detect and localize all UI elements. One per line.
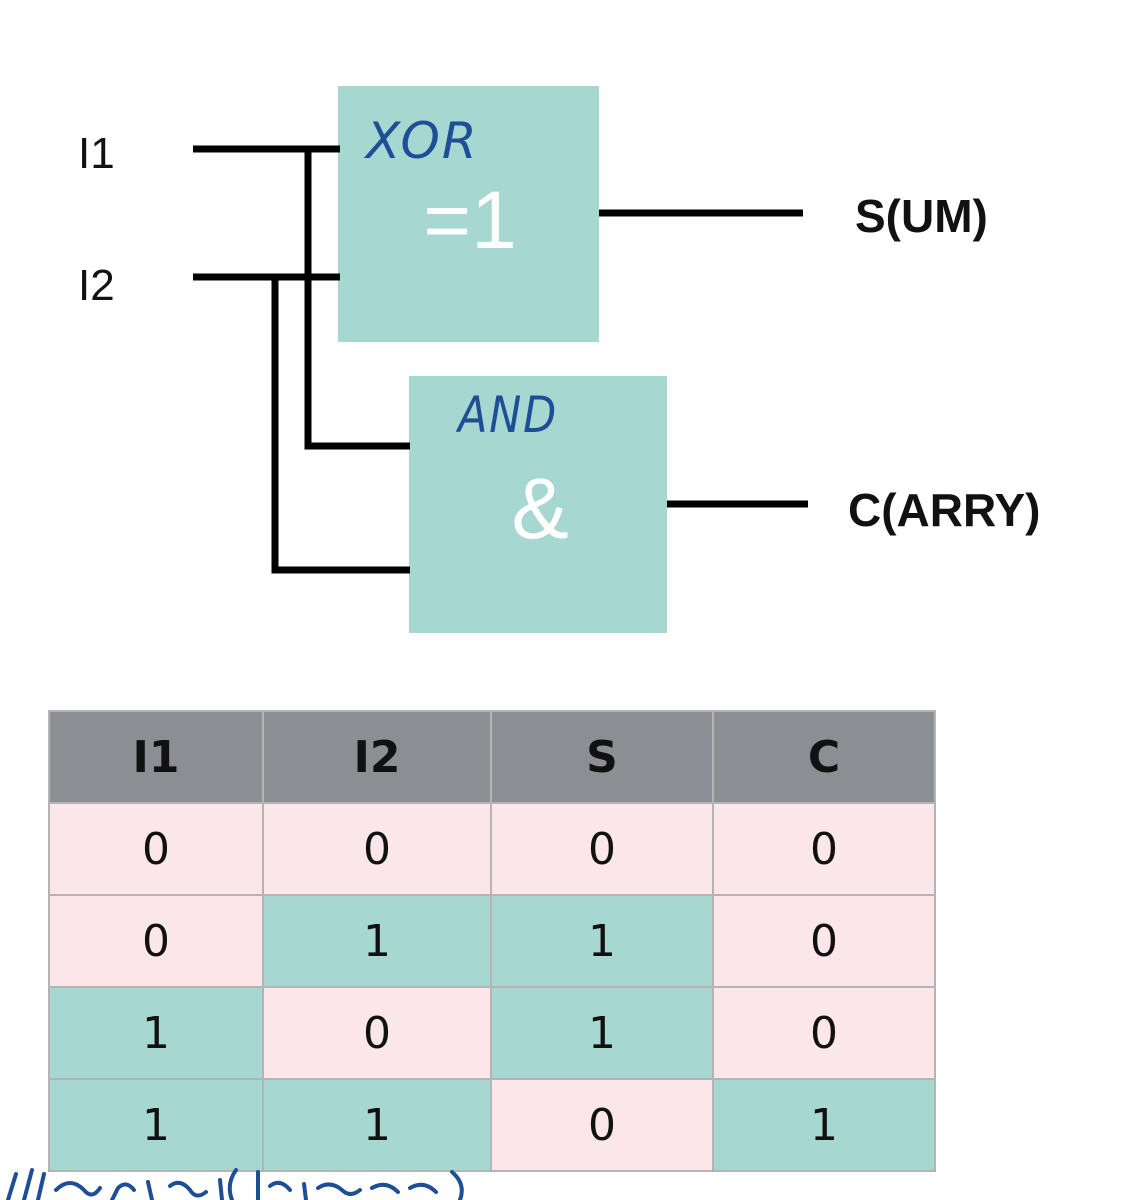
input-label-i2: I2 — [78, 261, 115, 310]
table-header-s: S — [490, 710, 714, 804]
wire-i1-and — [304, 149, 410, 450]
table-cell: 0 — [490, 1078, 714, 1172]
table-cell: 1 — [48, 986, 264, 1080]
table-cell: 1 — [262, 1078, 492, 1172]
table-row: 1 1 0 1 — [48, 1078, 936, 1172]
table-cell: 1 — [262, 894, 492, 988]
table-cell: 0 — [262, 986, 492, 1080]
xor-gate-symbol: =1 — [423, 175, 517, 266]
table-cell: 0 — [712, 894, 936, 988]
and-gate — [409, 376, 667, 633]
table-header-row: I1 I2 S C — [48, 710, 936, 804]
xor-gate-name: XOR — [363, 112, 479, 170]
table-cell: 0 — [712, 802, 936, 896]
table-header-c: C — [712, 710, 936, 804]
table-row: 0 0 0 0 — [48, 802, 936, 896]
handwritten-scribble — [6, 1168, 464, 1200]
output-label-sum: S(UM) — [855, 190, 988, 242]
table-cell: 1 — [712, 1078, 936, 1172]
and-gate-name: AND — [455, 386, 558, 444]
table-cell: 0 — [490, 802, 714, 896]
table-cell: 0 — [48, 802, 264, 896]
half-adder-diagram: I1 I2 XOR AND =1 & S(UM) C(ARRY) — [78, 86, 1041, 633]
truth-table: I1 I2 S C 0 0 0 0 0 1 1 0 1 0 1 0 1 1 0 — [48, 710, 936, 1172]
table-cell: 0 — [262, 802, 492, 896]
table-cell: 1 — [490, 986, 714, 1080]
wire-i2-and — [271, 277, 410, 574]
table-cell: 1 — [48, 1078, 264, 1172]
output-label-carry: C(ARRY) — [848, 484, 1041, 536]
table-header-i2: I2 — [262, 710, 492, 804]
table-row: 0 1 1 0 — [48, 894, 936, 988]
table-row: 1 0 1 0 — [48, 986, 936, 1080]
input-label-i1: I1 — [78, 129, 115, 178]
table-header-i1: I1 — [48, 710, 264, 804]
wires — [193, 145, 808, 574]
and-gate-symbol: & — [511, 461, 568, 557]
table-cell: 0 — [48, 894, 264, 988]
table-cell: 0 — [712, 986, 936, 1080]
xor-gate — [338, 86, 599, 342]
table-cell: 1 — [490, 894, 714, 988]
